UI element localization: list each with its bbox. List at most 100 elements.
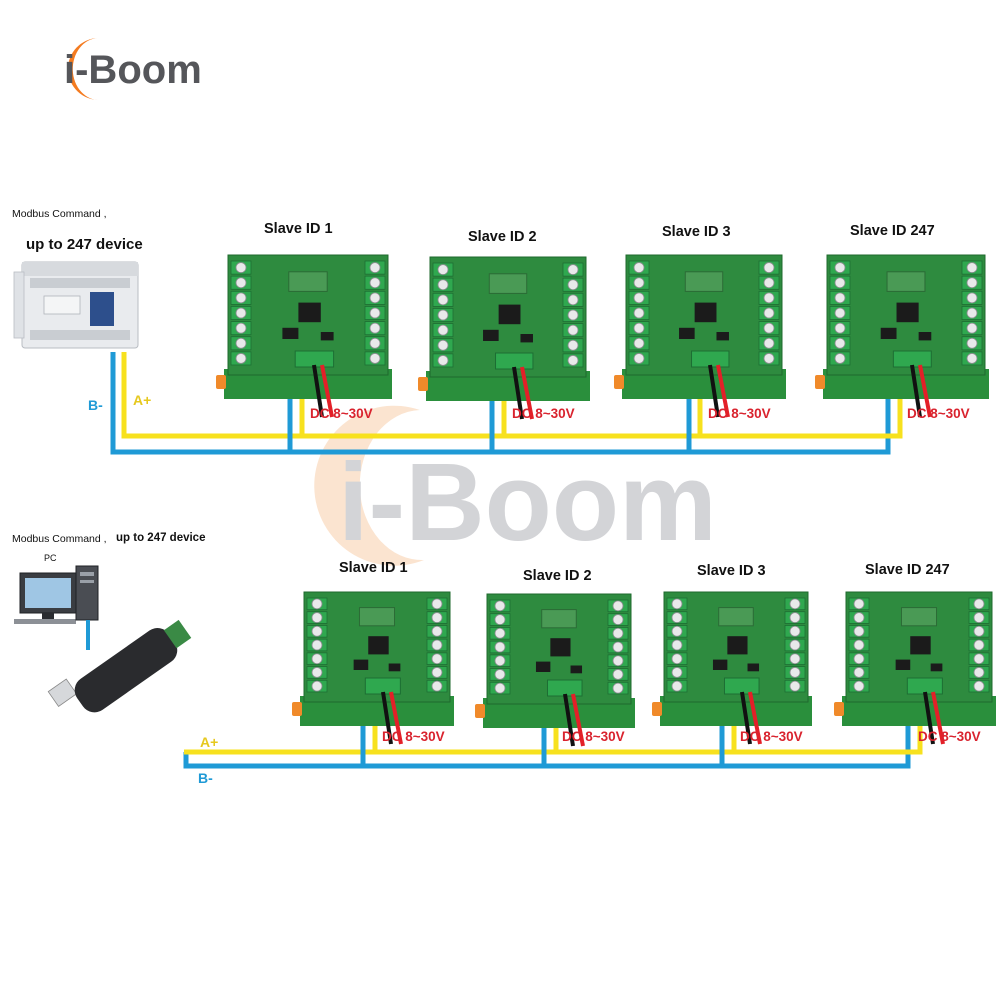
- power-wire-red: [716, 364, 730, 418]
- screw-icon: [494, 627, 506, 639]
- slave-id-label: Slave ID 1: [264, 221, 333, 237]
- chip-icon: [895, 659, 911, 670]
- power-wire-red: [320, 364, 334, 418]
- screw-icon: [431, 653, 443, 665]
- top-board-2: [418, 256, 590, 401]
- chip-icon: [930, 663, 943, 672]
- screw-icon: [235, 337, 247, 349]
- screw-icon: [369, 307, 381, 319]
- component: [886, 271, 926, 292]
- plc-icon: [13, 261, 139, 349]
- screw-icon: [789, 653, 801, 665]
- screw-icon: [494, 614, 506, 625]
- power-wire-black: [923, 691, 935, 745]
- power-connector: [892, 350, 932, 368]
- screw-icon: [789, 612, 801, 623]
- screw-icon: [671, 625, 683, 637]
- chip-icon: [483, 329, 499, 341]
- screw-icon: [763, 307, 775, 319]
- screw-icon: [973, 639, 985, 651]
- power-wire-red: [520, 366, 534, 420]
- chip-icon: [388, 663, 401, 672]
- screw-icon: [612, 641, 624, 653]
- power-wire-red: [931, 691, 945, 745]
- power-label: DC 8~30V: [310, 406, 373, 421]
- screw-icon: [437, 339, 449, 351]
- component: [541, 609, 577, 629]
- power-wire-red: [918, 364, 932, 418]
- screw-icon: [431, 598, 443, 610]
- screw-icon: [431, 639, 443, 651]
- chip-icon: [679, 327, 695, 339]
- slave-id-label: Slave ID 2: [468, 229, 537, 245]
- screw-icon: [633, 262, 645, 273]
- component: [358, 607, 396, 627]
- power-wire-black: [910, 364, 922, 418]
- screw-icon: [235, 322, 247, 334]
- screw-icon: [369, 292, 381, 304]
- screw-icon: [567, 309, 579, 321]
- chip-icon: [520, 334, 533, 343]
- screw-icon: [437, 294, 449, 306]
- screw-icon: [437, 324, 449, 336]
- screw-icon: [567, 324, 579, 336]
- power-wire-black: [512, 366, 524, 420]
- screw-icon: [789, 598, 801, 610]
- slave-id-label: Slave ID 2: [523, 568, 592, 584]
- power-connector: [294, 350, 335, 368]
- screw-icon: [612, 669, 624, 680]
- rail-clip-icon: [475, 704, 485, 718]
- power-connector: [495, 352, 534, 370]
- screw-icon: [494, 669, 506, 680]
- rail-clip-icon: [815, 375, 825, 389]
- power-wire-red: [748, 691, 762, 745]
- screw-icon: [853, 598, 865, 610]
- screw-icon: [612, 627, 624, 639]
- chip-icon: [910, 636, 931, 655]
- screw-icon: [369, 337, 381, 349]
- component: [488, 273, 528, 294]
- chip-icon: [918, 332, 932, 341]
- top-section: Modbus Command , up to 247 device B- A+ …: [12, 208, 989, 455]
- screw-icon: [311, 639, 323, 651]
- power-label: DC 8~30V: [382, 729, 445, 744]
- top-b-label: B-: [88, 397, 103, 413]
- screw-icon: [612, 655, 624, 667]
- screw-icon: [853, 680, 865, 692]
- screw-icon: [567, 264, 579, 275]
- rail-clip-icon: [614, 375, 624, 389]
- screw-icon: [369, 262, 381, 273]
- screw-icon: [437, 309, 449, 321]
- screw-icon: [311, 667, 323, 678]
- screw-icon: [567, 294, 579, 306]
- screw-icon: [834, 337, 846, 349]
- screw-icon: [789, 625, 801, 637]
- screw-icon: [853, 653, 865, 665]
- slave-id-label: Slave ID 3: [697, 563, 766, 579]
- screw-icon: [834, 307, 846, 319]
- screw-icon: [311, 625, 323, 637]
- screw-icon: [973, 598, 985, 610]
- screw-icon: [973, 653, 985, 665]
- top-board-4: [815, 254, 989, 399]
- screw-icon: [973, 680, 985, 692]
- screw-icon: [789, 680, 801, 692]
- screw-icon: [834, 262, 846, 273]
- bottom-a-label: A+: [200, 734, 218, 750]
- screw-icon: [612, 682, 624, 694]
- rail-clip-icon: [834, 702, 844, 716]
- screw-icon: [311, 612, 323, 623]
- screw-icon: [311, 680, 323, 692]
- screw-icon: [763, 337, 775, 349]
- screw-icon: [973, 625, 985, 637]
- chip-icon: [570, 665, 583, 674]
- top-board-1: [216, 254, 392, 399]
- screw-icon: [235, 353, 247, 364]
- power-connector: [546, 679, 583, 697]
- chip-icon: [535, 661, 551, 672]
- bottom-b-label: B-: [198, 770, 213, 786]
- power-label: DC 8~30V: [918, 729, 981, 744]
- screw-icon: [834, 277, 846, 289]
